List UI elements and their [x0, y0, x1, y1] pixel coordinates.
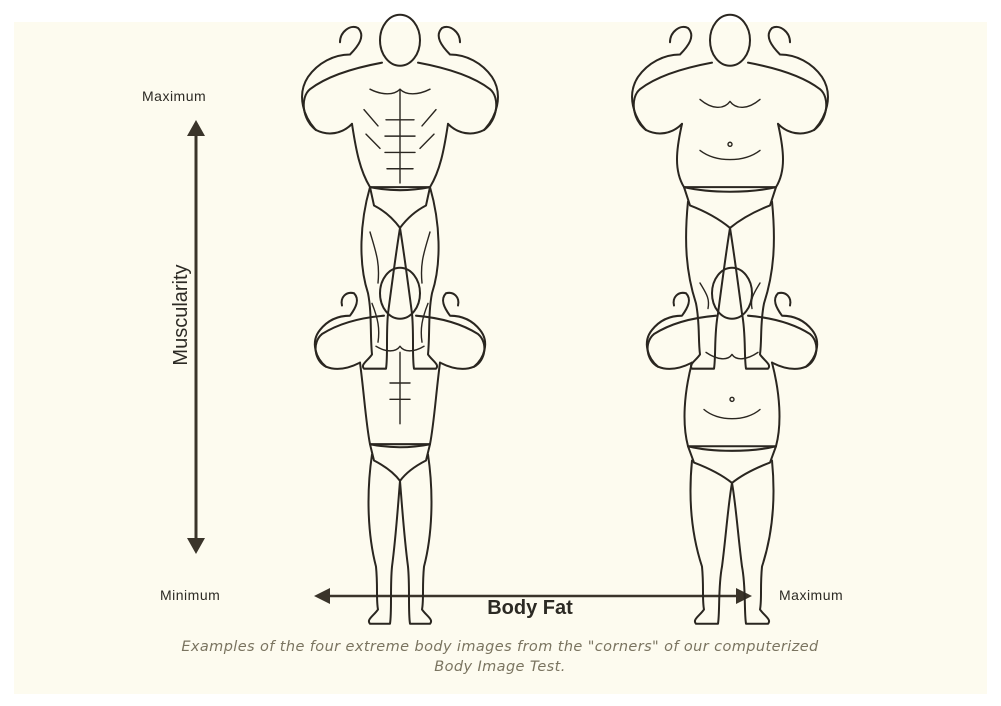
muscularity-max-label: Maximum — [142, 88, 206, 104]
body-fat-axis-title: Body Fat — [460, 597, 600, 620]
body-fat-max-label: Maximum — [779, 587, 843, 603]
figure-min-muscle-max-fat — [647, 268, 817, 624]
body-fat-min-label: Minimum — [160, 587, 220, 603]
figure-caption: Examples of the four extreme body images… — [20, 637, 980, 677]
muscularity-axis-title: Muscularity — [170, 255, 193, 375]
caption-line-1: Examples of the four extreme body images… — [20, 637, 980, 657]
caption-line-2: Body Image Test. — [20, 657, 980, 677]
figure-max-muscle-min-fat — [302, 15, 498, 369]
figure-max-muscle-max-fat — [632, 15, 828, 369]
figure-min-muscle-min-fat — [315, 268, 485, 624]
